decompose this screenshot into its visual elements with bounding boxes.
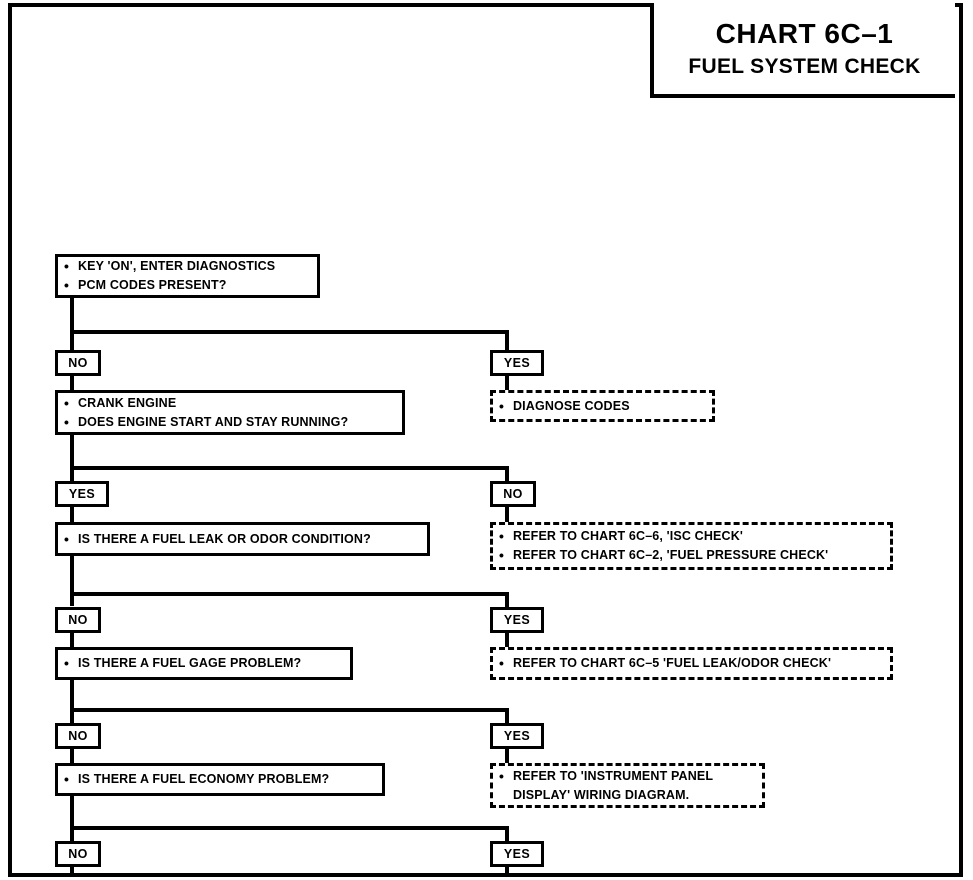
branch-label-yes-2[interactable]: YES bbox=[55, 481, 109, 507]
bullet-item: • CRANK ENGINE bbox=[64, 394, 177, 411]
bullet-icon: • bbox=[499, 768, 505, 785]
bullet-item: • DOES ENGINE START AND STAY RUNNING? bbox=[64, 413, 349, 430]
branch-label-yes-5[interactable]: YES bbox=[490, 841, 544, 867]
step-key-on[interactable]: • KEY 'ON', ENTER DIAGNOSTICS • PCM CODE… bbox=[55, 254, 320, 298]
branch-label-yes-4[interactable]: YES bbox=[490, 723, 544, 749]
bullet-item: • IS THERE A FUEL GAGE PROBLEM? bbox=[64, 655, 302, 672]
chart-title: FUEL SYSTEM CHECK bbox=[688, 55, 921, 78]
connector-branch4-right-down bbox=[505, 708, 509, 723]
connector-branch5-right-down bbox=[505, 826, 509, 841]
connector-no5-down bbox=[70, 865, 74, 877]
bullet-icon: • bbox=[499, 528, 505, 545]
connector-branch3-right-down bbox=[505, 592, 509, 607]
connector-step4-down bbox=[70, 679, 74, 725]
bullet-icon: • bbox=[64, 530, 70, 547]
bullet-item: • DIAGNOSE CODES bbox=[499, 397, 630, 414]
connector-branch1-horizontal bbox=[70, 330, 509, 334]
action-instrument-panel[interactable]: • REFER TO 'INSTRUMENT PANEL DISPLAY' WI… bbox=[490, 763, 765, 808]
branch-label-no-4[interactable]: NO bbox=[55, 723, 101, 749]
connector-no4-to-step5 bbox=[70, 747, 74, 765]
connector-yes1-to-action1 bbox=[505, 374, 509, 392]
connector-branch4-horizontal bbox=[70, 708, 509, 712]
action-isc-fuel-pressure[interactable]: • REFER TO CHART 6C–6, 'ISC CHECK' • REF… bbox=[490, 522, 893, 570]
bullet-icon: • bbox=[64, 413, 70, 430]
action-diagnose-codes[interactable]: • DIAGNOSE CODES bbox=[490, 390, 715, 422]
connector-no3-to-step4 bbox=[70, 631, 74, 649]
connector-step1-down bbox=[70, 297, 74, 334]
connector-branch5-horizontal bbox=[70, 826, 509, 830]
bullet-icon: • bbox=[499, 547, 505, 563]
branch-label-yes-3[interactable]: YES bbox=[490, 607, 544, 633]
page-frame-right bbox=[959, 3, 963, 877]
page-frame-top bbox=[8, 3, 963, 7]
connector-yes4-to-action4 bbox=[505, 747, 509, 765]
chart-title-box: CHART 6C–1 FUEL SYSTEM CHECK bbox=[650, 3, 955, 98]
step-fuel-leak-odor[interactable]: • IS THERE A FUEL LEAK OR ODOR CONDITION… bbox=[55, 522, 430, 556]
branch-label-yes-1[interactable]: YES bbox=[490, 350, 544, 376]
connector-branch2-left-down bbox=[70, 466, 74, 481]
bullet-icon: • bbox=[64, 258, 70, 275]
bullet-icon: • bbox=[64, 394, 70, 411]
bullet-icon: • bbox=[64, 771, 70, 788]
bullet-item: • REFER TO 'INSTRUMENT PANEL DISPLAY' WI… bbox=[499, 768, 714, 802]
bullet-item: • KEY 'ON', ENTER DIAGNOSTICS bbox=[64, 258, 276, 275]
branch-label-no-3[interactable]: NO bbox=[55, 607, 101, 633]
connector-yes3-to-action3 bbox=[505, 631, 509, 649]
connector-step3-down bbox=[70, 556, 74, 606]
branch-label-no-5[interactable]: NO bbox=[55, 841, 101, 867]
step-crank-engine[interactable]: • CRANK ENGINE • DOES ENGINE START AND S… bbox=[55, 390, 405, 435]
chart-number: CHART 6C–1 bbox=[715, 17, 894, 49]
bullet-icon: • bbox=[499, 397, 505, 414]
bullet-item: • REFER TO CHART 6C–2, 'FUEL PRESSURE CH… bbox=[499, 547, 829, 563]
connector-no1-to-step2 bbox=[70, 374, 74, 392]
connector-yes2-to-step3 bbox=[70, 505, 74, 523]
bullet-item: • IS THERE A FUEL ECONOMY PROBLEM? bbox=[64, 771, 330, 788]
bullet-icon: • bbox=[64, 655, 70, 672]
connector-yes5-down bbox=[505, 865, 509, 877]
connector-step2-down bbox=[70, 434, 74, 470]
bullet-icon: • bbox=[64, 277, 70, 293]
connector-step5-down bbox=[70, 795, 74, 843]
bullet-item: • PCM CODES PRESENT? bbox=[64, 277, 227, 293]
connector-branch2-right-down bbox=[505, 466, 509, 481]
bullet-item: • REFER TO CHART 6C–5 'FUEL LEAK/ODOR CH… bbox=[499, 655, 832, 672]
bullet-icon: • bbox=[499, 655, 505, 672]
page-frame-bottom bbox=[8, 873, 963, 877]
action-fuel-leak-odor-check[interactable]: • REFER TO CHART 6C–5 'FUEL LEAK/ODOR CH… bbox=[490, 647, 893, 680]
step-fuel-economy[interactable]: • IS THERE A FUEL ECONOMY PROBLEM? bbox=[55, 763, 385, 796]
connector-branch1-right-down bbox=[505, 330, 509, 352]
connector-branch2-horizontal bbox=[70, 466, 509, 470]
connector-branch1-left-down bbox=[70, 330, 74, 352]
branch-label-no-2[interactable]: NO bbox=[490, 481, 536, 507]
bullet-item: • REFER TO CHART 6C–6, 'ISC CHECK' bbox=[499, 528, 743, 545]
connector-branch3-horizontal bbox=[70, 592, 509, 596]
connector-no2-to-action2 bbox=[505, 505, 509, 523]
page-frame-left bbox=[8, 3, 12, 877]
step-fuel-gage[interactable]: • IS THERE A FUEL GAGE PROBLEM? bbox=[55, 647, 353, 680]
bullet-item: • IS THERE A FUEL LEAK OR ODOR CONDITION… bbox=[64, 530, 371, 547]
branch-label-no-1[interactable]: NO bbox=[55, 350, 101, 376]
